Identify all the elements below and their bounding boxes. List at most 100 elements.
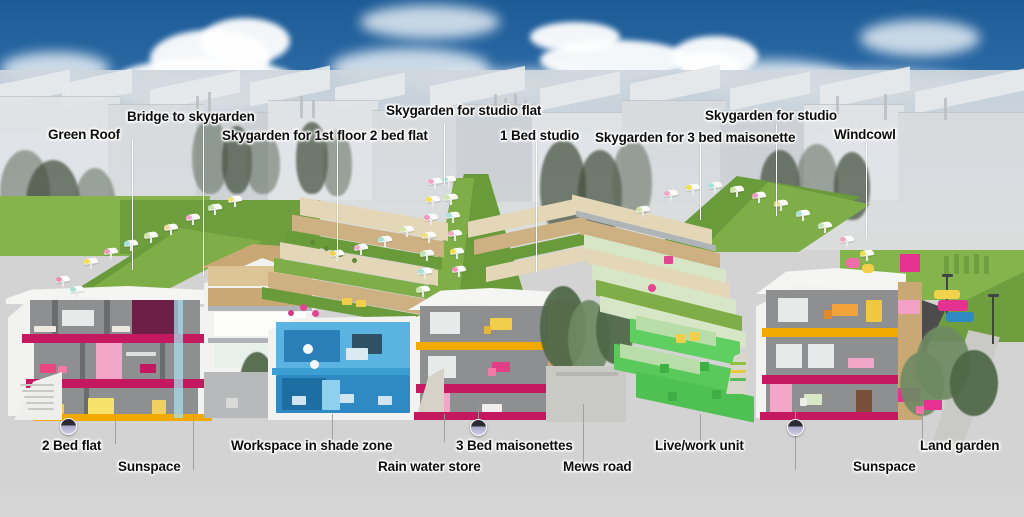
parked-car: [946, 312, 974, 322]
terrace-chair: [342, 298, 352, 305]
background-chimney: [196, 96, 199, 116]
windcowl: [377, 235, 393, 247]
furniture-chair: [488, 368, 496, 376]
background-chimney: [300, 96, 303, 118]
windcowl: [449, 247, 465, 259]
furniture-bed: [482, 404, 502, 412]
leader-line-mews-road: [583, 404, 585, 470]
background-chimney: [944, 98, 947, 120]
furniture-bed: [112, 326, 130, 332]
planter-flowering: [288, 310, 294, 316]
furniture-chair: [800, 398, 807, 406]
label-mews-road: Mews road: [563, 459, 632, 474]
hedge-tree: [954, 254, 959, 274]
pendant-light: [303, 344, 313, 354]
stair-tread: [22, 390, 54, 392]
balcony-panel: [900, 254, 920, 272]
floor-slab: [762, 375, 902, 384]
furniture-table: [804, 394, 822, 405]
windcowl: [103, 247, 119, 259]
furniture-table: [492, 362, 510, 372]
label-1-bed-studio: 1 Bed studio: [500, 128, 580, 143]
hedge-tree: [964, 256, 969, 274]
terrace-chair: [690, 332, 700, 341]
windcowl: [163, 223, 179, 235]
label-2-bed-flat: 2 Bed flat: [42, 438, 102, 453]
label-sunspace-left: Sunspace: [118, 459, 181, 474]
floor-slab: [416, 342, 552, 350]
stair-tread: [730, 362, 746, 365]
floor-slab: [416, 384, 552, 393]
stair-tread: [26, 402, 54, 404]
label-green-roof: Green Roof: [48, 127, 121, 142]
label-skygarden-studio-flat: Skygarden for studio flat: [386, 103, 542, 118]
window: [428, 356, 456, 378]
louvre-band: [208, 306, 312, 311]
floor-slab: [34, 414, 212, 421]
furniture-chair: [824, 310, 832, 319]
windcowl: [419, 249, 435, 261]
windcowl: [447, 229, 463, 241]
planter-flowering: [300, 304, 307, 311]
balcony-panel: [898, 300, 920, 314]
windcowl: [729, 185, 745, 197]
windcowl: [417, 267, 433, 279]
windcowl: [227, 195, 243, 207]
background-chimney: [524, 100, 527, 118]
label-live-work-unit: Live/work unit: [655, 438, 744, 453]
label-windcowl: Windcowl: [834, 127, 896, 142]
background-chimney: [312, 100, 315, 118]
windcowl: [421, 231, 437, 243]
leader-line-rain-water-store: [478, 404, 480, 430]
leader-line-skygarden-for-studio: [776, 124, 778, 216]
furniture-table: [490, 318, 512, 330]
furniture-unit: [856, 390, 872, 412]
leader-line-sunspace-left: [193, 404, 195, 470]
background-chimney: [884, 94, 887, 120]
window: [776, 344, 802, 368]
floor-slab: [762, 328, 902, 337]
partition: [52, 300, 58, 334]
stair-tread: [28, 408, 54, 410]
window: [778, 298, 808, 322]
windcowl: [445, 211, 461, 223]
furniture-chair: [484, 326, 491, 334]
furniture-table: [378, 396, 392, 405]
stair-tread: [24, 396, 54, 398]
terrace-chair: [712, 390, 721, 399]
hedge-tree: [974, 254, 979, 274]
stair-tread: [730, 378, 746, 381]
leader-line-live-work-unit: [700, 414, 702, 444]
furniture-chair: [58, 366, 67, 373]
partition: [104, 300, 110, 334]
garden-furniture: [916, 406, 924, 414]
furniture-table: [140, 364, 156, 373]
label-sunspace-right: Sunspace: [853, 459, 916, 474]
roof-planter: [862, 264, 874, 273]
planter-flowering: [648, 284, 656, 292]
furniture-bed: [34, 326, 56, 332]
window: [62, 310, 94, 326]
background-chimney: [208, 92, 211, 116]
furniture-unit: [88, 398, 114, 416]
furniture-shelf: [126, 352, 156, 356]
label-workspace-in-shade-zone: Workspace in shade zone: [231, 438, 393, 453]
leader-line-sunspace-right: [795, 404, 797, 470]
cloud: [860, 20, 980, 56]
partition: [84, 388, 89, 420]
marker-2-bed-flat: [60, 418, 77, 435]
background-chimney: [836, 96, 839, 118]
internal-stair: [322, 380, 340, 410]
terrace-chair: [668, 392, 677, 401]
feature-wall: [96, 343, 122, 379]
terrace-chair: [700, 362, 709, 371]
background-building: [108, 104, 204, 199]
road-marking: [556, 372, 618, 376]
street-lamp: [988, 294, 999, 344]
stair-tread: [730, 370, 746, 373]
label-rain-water-store: Rain water store: [378, 459, 481, 474]
label-skygarden-3-bed-maisonette: Skygarden for 3 bed maisonette: [595, 130, 796, 145]
background-tree: [246, 132, 280, 194]
